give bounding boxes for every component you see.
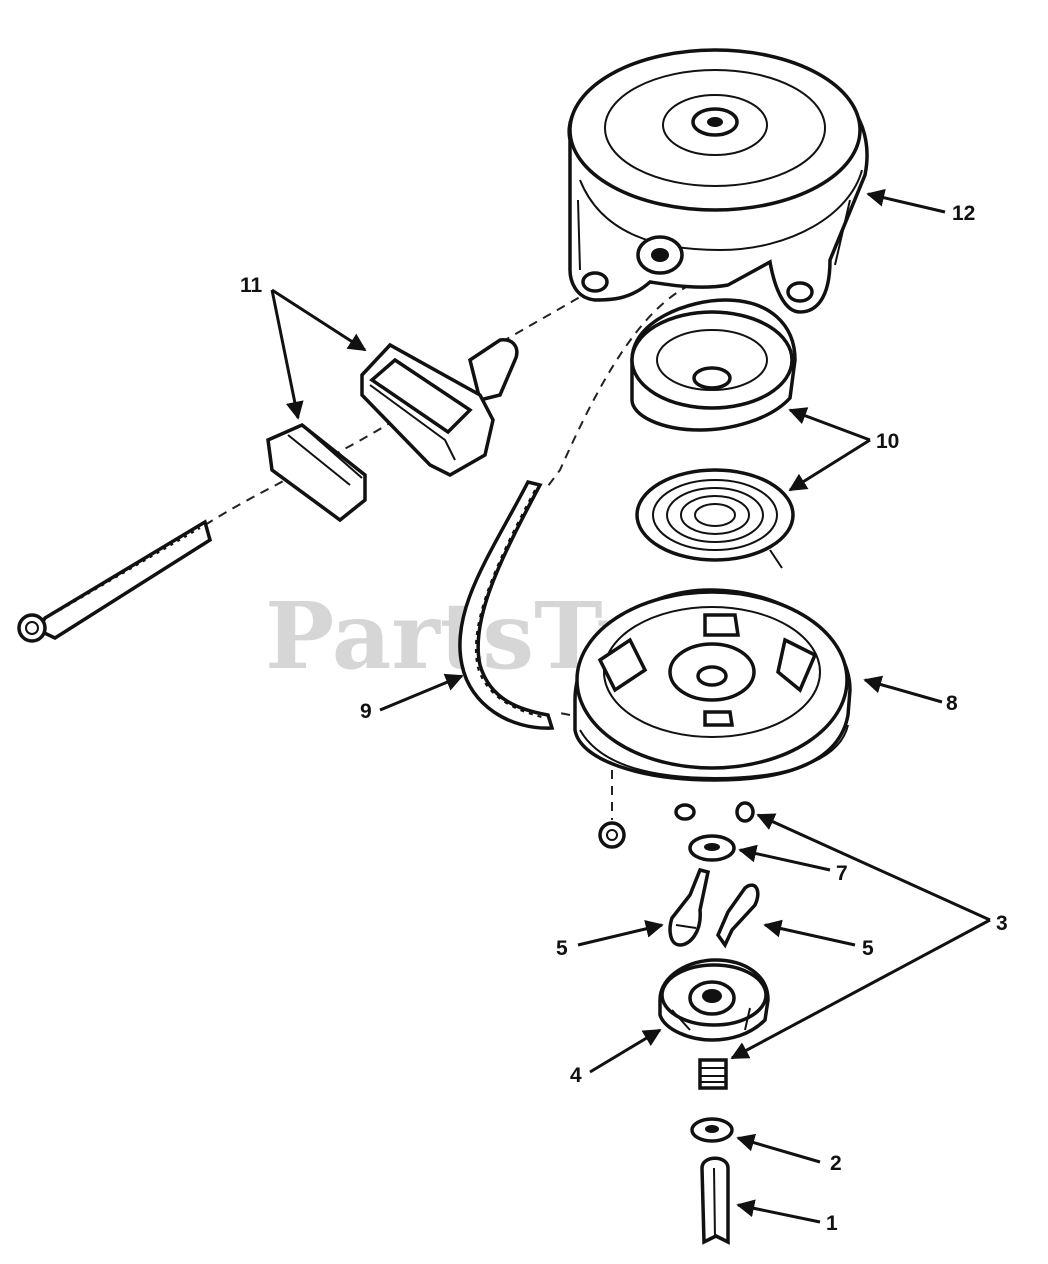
callout-11: 11	[240, 274, 263, 297]
callout-10: 10	[876, 430, 899, 453]
callout-2: 2	[830, 1152, 842, 1175]
handle-insert	[266, 422, 367, 523]
leader-arrows	[270, 188, 991, 1224]
retainer-nut	[598, 821, 626, 849]
callout-3: 3	[996, 912, 1008, 935]
callout-9: 9	[360, 700, 372, 723]
callout-labels: 12 11 10 8 9 7 3 5 5 4 2 1	[240, 202, 1008, 1235]
callout-12: 12	[952, 202, 975, 225]
callout-4: 4	[570, 1064, 582, 1087]
callout-5-left: 5	[556, 937, 568, 960]
starter-pawl-right	[716, 883, 760, 949]
washer-7	[688, 834, 736, 862]
washer-2	[690, 1117, 734, 1143]
callout-1: 1	[826, 1212, 838, 1235]
retainer-pin	[700, 1156, 730, 1245]
starter-rope-left	[17, 519, 213, 643]
callout-5-right: 5	[862, 937, 874, 960]
compression-spring	[698, 1058, 728, 1090]
small-springs	[674, 801, 755, 823]
starter-rope	[458, 479, 555, 730]
recoil-spring	[635, 468, 795, 569]
starter-pawl-left	[668, 867, 711, 947]
starter-housing	[567, 48, 869, 314]
rope-pulley	[573, 588, 852, 782]
spring-cover	[630, 298, 797, 432]
callout-7: 7	[836, 862, 848, 885]
starter-handle	[360, 338, 519, 477]
brake-cam	[658, 958, 770, 1042]
callout-8: 8	[946, 692, 958, 715]
